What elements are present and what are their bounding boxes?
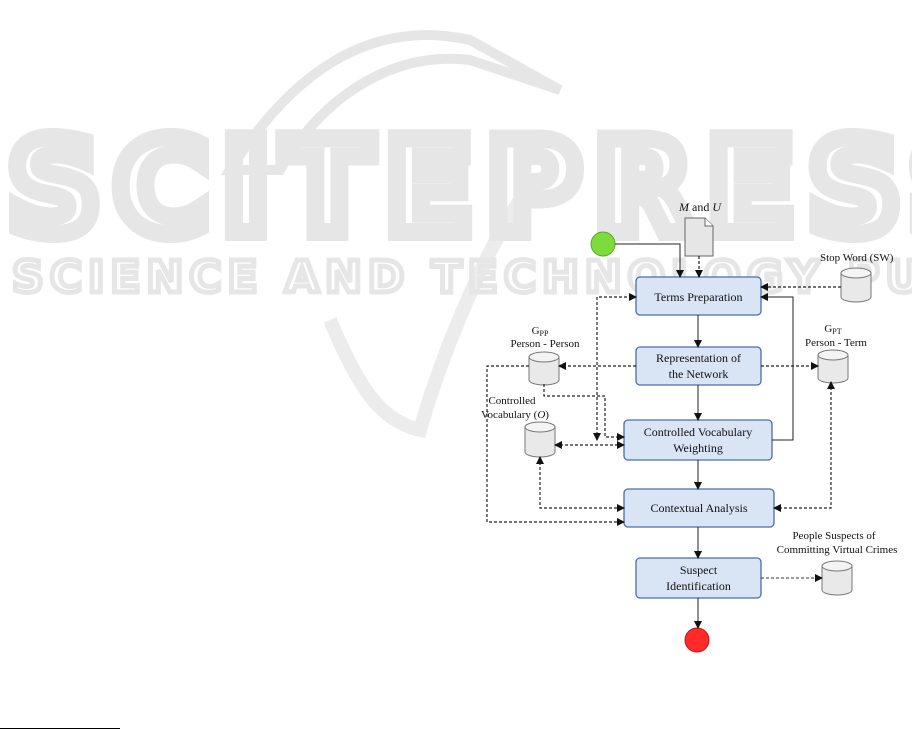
process-label: Controlled Vocabulary <box>644 425 753 439</box>
store-people-suspects <box>821 560 853 596</box>
arrow-gpp-cv <box>543 384 625 441</box>
document-icon <box>684 217 714 257</box>
arrow-cv-terms <box>593 293 637 441</box>
gpt-sublabel: Person - Term <box>805 337 867 349</box>
people-label-line2: Committing Virtual Crimes <box>777 544 898 556</box>
process-label: Terms Preparation <box>654 290 742 304</box>
arrow-start-terms <box>615 243 684 278</box>
process-label: Contextual Analysis <box>651 501 748 515</box>
process-suspect-identification: Suspect Identification <box>635 557 762 599</box>
gpp-sublabel: Person - Person <box>510 338 580 350</box>
process-terms-preparation: Terms Preparation <box>635 276 762 316</box>
store-gpt <box>817 349 849 384</box>
store-stop-word <box>840 267 872 303</box>
process-label: Representation of <box>656 351 741 365</box>
process-label: Identification <box>666 579 731 593</box>
gpp-label: GPP <box>532 325 549 338</box>
cv-label-line2: Vocabulary (O) <box>481 409 549 421</box>
people-label-line1: People Suspects of <box>792 530 875 542</box>
watermark-book-shape <box>220 30 563 175</box>
document-label: M and U <box>678 200 722 214</box>
process-contextual-analysis: Contextual Analysis <box>623 488 775 528</box>
stop-word-label: Stop Word (SW) <box>820 252 894 264</box>
arrow-cv-feedback <box>760 293 794 441</box>
process-cv-weighting: Controlled Vocabulary Weighting <box>623 419 773 461</box>
store-gpp <box>528 351 560 386</box>
start-node <box>590 231 616 257</box>
process-representation-network: Representation of the Network <box>635 346 762 386</box>
arrow-gpp-context <box>486 365 625 526</box>
end-node <box>684 627 710 653</box>
process-label: Suspect <box>680 563 718 577</box>
arrow-cvstore-context <box>536 456 625 512</box>
store-controlled-vocabulary <box>524 421 556 458</box>
arrow-gpt-context <box>773 381 835 512</box>
process-label: Weighting <box>673 441 723 455</box>
watermark-swoosh <box>323 196 526 439</box>
process-label: the Network <box>669 367 729 381</box>
gpt-label: GPT <box>824 323 841 336</box>
cv-label-line1: Controlled <box>488 395 536 407</box>
